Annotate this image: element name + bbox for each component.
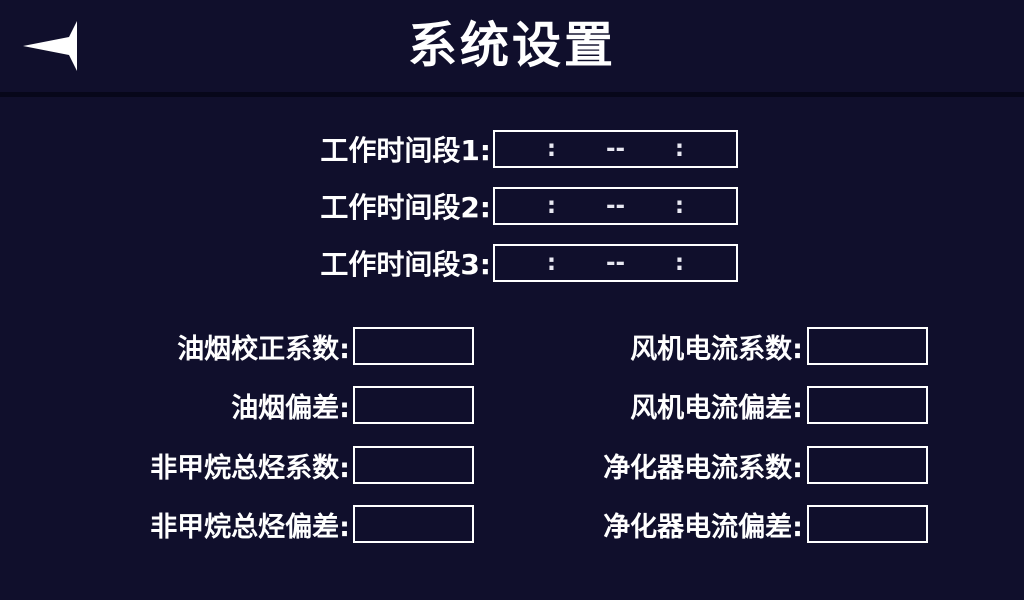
working-time-label-3: 工作时间段3: — [320, 248, 491, 281]
back-triangle-icon — [21, 19, 79, 73]
back-button[interactable] — [14, 14, 86, 78]
param-field-fan-current-coefficient: 风机电流系数: — [490, 325, 1024, 367]
param-input-fan-current-deviation[interactable] — [807, 386, 928, 424]
param-row: 油烟偏差: 风机电流偏差: — [0, 384, 1024, 426]
param-label-nmhc-coefficient: 非甲烷总烃系数: — [150, 452, 350, 484]
header-divider — [0, 92, 1024, 97]
param-label-fan-current-deviation: 风机电流偏差: — [630, 392, 803, 424]
param-row: 非甲烷总烃系数: 净化器电流系数: — [0, 444, 1024, 486]
range-separator-3: -- — [605, 249, 626, 276]
param-label-fan-current-coefficient: 风机电流系数: — [630, 333, 803, 365]
param-field-oil-smoke-deviation: 油烟偏差: — [0, 384, 490, 426]
start-colon-3: : — [546, 249, 557, 276]
settings-content: 工作时间段1: : -- : 工作时间段2: — [0, 100, 1024, 600]
range-separator-1: -- — [605, 135, 626, 162]
end-colon-1: : — [674, 135, 685, 162]
working-time-input-2[interactable]: : -- : — [493, 187, 738, 225]
working-time-row-2: 工作时间段2: : -- : — [0, 186, 1024, 226]
param-label-purifier-current-deviation: 净化器电流偏差: — [603, 511, 803, 543]
param-field-purifier-current-deviation: 净化器电流偏差: — [490, 503, 1024, 545]
start-colon-1: : — [546, 135, 557, 162]
param-input-oil-smoke-deviation[interactable] — [353, 386, 474, 424]
param-field-fan-current-deviation: 风机电流偏差: — [490, 384, 1024, 426]
param-field-nmhc-deviation: 非甲烷总烃偏差: — [0, 503, 490, 545]
page-title: 系统设置 — [407, 17, 616, 74]
header-divider-under — [0, 97, 1024, 100]
end-colon-2: : — [674, 192, 685, 219]
param-input-oil-smoke-coefficient[interactable] — [353, 327, 474, 365]
working-time-row-3: 工作时间段3: : -- : — [0, 243, 1024, 283]
range-separator-2: -- — [605, 192, 626, 219]
param-label-oil-smoke-deviation: 油烟偏差: — [231, 392, 350, 424]
param-input-nmhc-deviation[interactable] — [353, 505, 474, 543]
param-field-nmhc-coefficient: 非甲烷总烃系数: — [0, 444, 490, 486]
param-input-purifier-current-coefficient[interactable] — [807, 446, 928, 484]
working-time-row-1: 工作时间段1: : -- : — [0, 129, 1024, 169]
working-time-input-3[interactable]: : -- : — [493, 244, 738, 282]
end-colon-3: : — [674, 249, 685, 276]
start-colon-2: : — [546, 192, 557, 219]
param-label-oil-smoke-coefficient: 油烟校正系数: — [177, 333, 350, 365]
param-input-purifier-current-deviation[interactable] — [807, 505, 928, 543]
param-row: 非甲烷总烃偏差: 净化器电流偏差: — [0, 503, 1024, 545]
param-label-nmhc-deviation: 非甲烷总烃偏差: — [150, 511, 350, 543]
param-field-oil-smoke-coefficient: 油烟校正系数: — [0, 325, 490, 367]
title-bar: 系统设置 — [0, 0, 1024, 100]
working-time-label-1: 工作时间段1: — [320, 134, 491, 167]
working-time-input-1[interactable]: : -- : — [493, 130, 738, 168]
working-time-value-2: : -- : — [519, 192, 713, 219]
working-time-label-2: 工作时间段2: — [320, 191, 491, 224]
param-field-purifier-current-coefficient: 净化器电流系数: — [490, 444, 1024, 486]
param-row: 油烟校正系数: 风机电流系数: — [0, 325, 1024, 367]
working-time-value-1: : -- : — [519, 135, 713, 162]
param-label-purifier-current-coefficient: 净化器电流系数: — [603, 452, 803, 484]
param-input-nmhc-coefficient[interactable] — [353, 446, 474, 484]
param-input-fan-current-coefficient[interactable] — [807, 327, 928, 365]
working-time-value-3: : -- : — [519, 249, 713, 276]
